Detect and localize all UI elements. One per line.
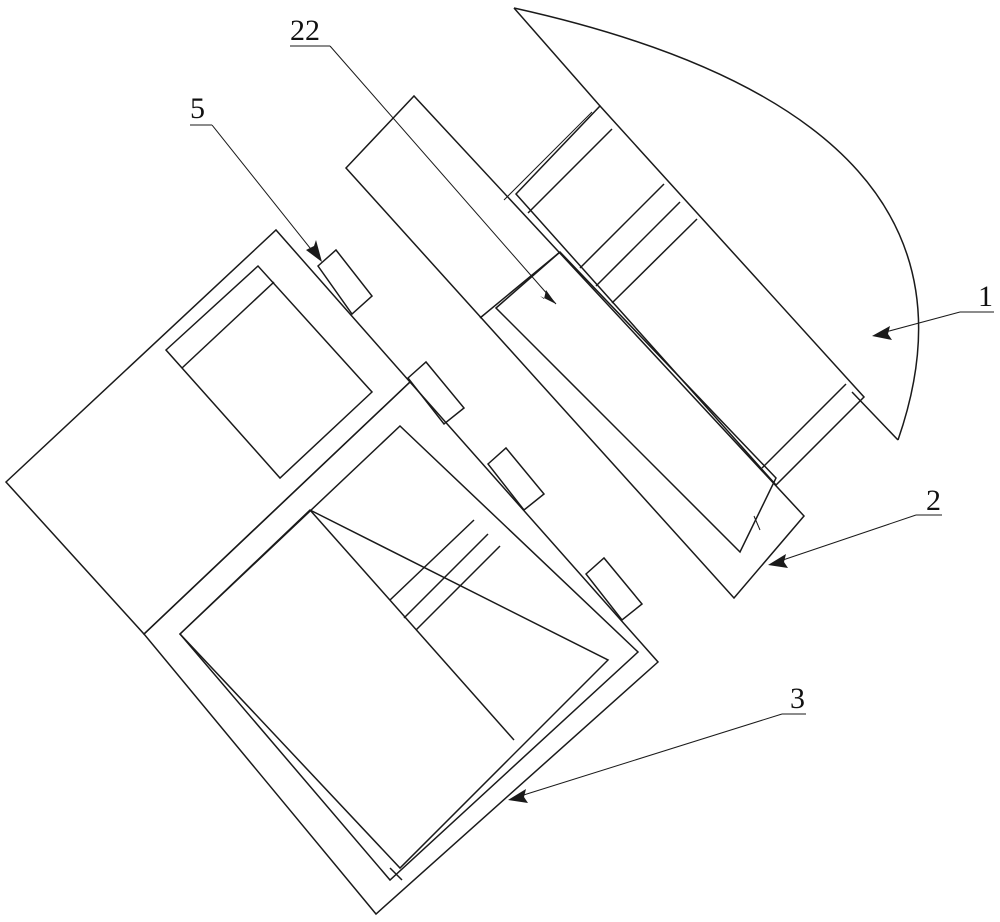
label-part-5: 5 (190, 92, 205, 125)
inner-cavity-part-22 (496, 252, 776, 552)
shaft-assembly (504, 106, 864, 485)
label-part-1: 1 (978, 280, 993, 313)
dome-part-1 (514, 8, 919, 440)
leader-part-2 (768, 515, 942, 568)
frame-part-2 (346, 96, 804, 598)
leader-part-1 (872, 312, 994, 340)
label-part-3: 3 (790, 682, 805, 715)
leader-part-22 (290, 46, 556, 304)
boss-part-5 (318, 250, 372, 314)
boss-upper-right (408, 362, 464, 424)
label-part-2: 2 (926, 484, 941, 517)
housing-part-3 (6, 230, 658, 914)
label-part-22: 22 (290, 14, 320, 47)
leader-part-3 (508, 714, 806, 803)
leader-part-5 (190, 125, 322, 262)
